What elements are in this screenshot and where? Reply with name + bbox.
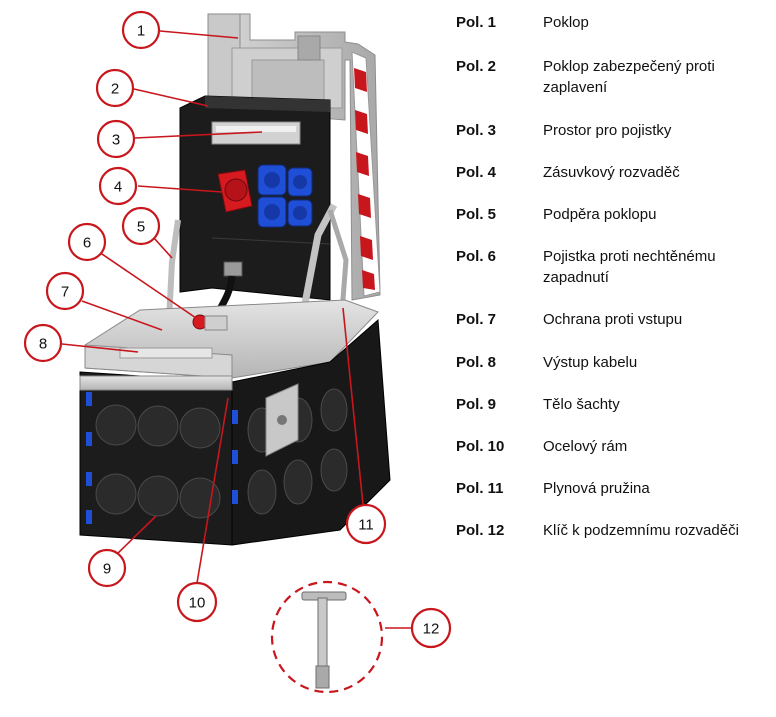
legend-position: Pol. 2 <box>456 58 497 75</box>
callout-11: 11 <box>345 503 387 545</box>
svg-text:11: 11 <box>358 517 374 534</box>
svg-text:7: 7 <box>61 284 69 301</box>
legend-description: Podpěra poklopu <box>543 206 657 223</box>
svg-text:8: 8 <box>39 336 47 353</box>
legend-description: Pojistka proti nechtěnému zapadnutí <box>543 248 716 286</box>
warning-stripes <box>351 51 381 297</box>
svg-text:4: 4 <box>114 179 122 196</box>
legend-description: Ocelový rám <box>543 438 628 455</box>
svg-text:1: 1 <box>137 23 145 40</box>
legend-position: Pol. 9 <box>456 396 497 413</box>
callout-10: 10 <box>176 581 218 623</box>
svg-text:6: 6 <box>83 235 91 252</box>
legend-description: Plynová pružina <box>543 480 650 497</box>
chamber-body <box>79 318 391 546</box>
top-plate <box>84 299 379 379</box>
legend-position: Pol. 3 <box>456 122 497 139</box>
callout-12: 12 <box>410 607 452 649</box>
legend-position: Pol. 4 <box>456 164 497 181</box>
legend-position: Pol. 8 <box>456 354 497 371</box>
callout-3: 3 <box>96 119 136 159</box>
svg-text:5: 5 <box>137 219 145 236</box>
blue-sockets <box>257 164 313 228</box>
callout-8: 8 <box>23 323 63 363</box>
legend-position: Pol. 12 <box>456 522 505 539</box>
svg-text:12: 12 <box>423 621 440 638</box>
socket-cabinet <box>179 95 331 301</box>
legend-description: Výstup kabelu <box>543 354 638 371</box>
leader-lines <box>61 30 414 629</box>
legend-description: Tělo šachty <box>543 396 620 413</box>
red-socket <box>217 169 253 213</box>
callout-2: 2 <box>95 68 135 108</box>
legend-description: Poklop <box>543 14 589 31</box>
callout-6: 6 <box>67 222 107 262</box>
svg-text:3: 3 <box>112 132 120 149</box>
legend-position: Pol. 10 <box>456 438 505 455</box>
legend-position: Pol. 5 <box>456 206 497 223</box>
legend-description: Ochrana proti vstupu <box>543 311 683 328</box>
legend-description: Prostor pro pojistky <box>543 122 672 139</box>
svg-text:9: 9 <box>103 561 111 578</box>
legend-position: Pol. 1 <box>456 14 497 31</box>
callout-1: 1 <box>121 10 161 50</box>
callout-7: 7 <box>45 271 85 311</box>
legend-description: Poklop zabezpečený proti zaplavení <box>543 58 715 96</box>
callout-5: 5 <box>121 206 161 246</box>
legend-position: Pol. 11 <box>456 480 504 497</box>
legend-description: Klíč k podzemnímu rozvaděči <box>543 522 739 539</box>
distribution-box-illustration <box>79 13 391 694</box>
legend-position: Pol. 7 <box>456 311 497 328</box>
callout-4: 4 <box>98 166 138 206</box>
svg-text:10: 10 <box>189 595 206 612</box>
callout-9: 9 <box>87 548 127 588</box>
svg-text:2: 2 <box>111 81 119 98</box>
key-illustration <box>270 580 384 694</box>
legend-position: Pol. 6 <box>456 248 497 265</box>
legend-description: Zásuvkový rozvaděč <box>543 164 680 181</box>
